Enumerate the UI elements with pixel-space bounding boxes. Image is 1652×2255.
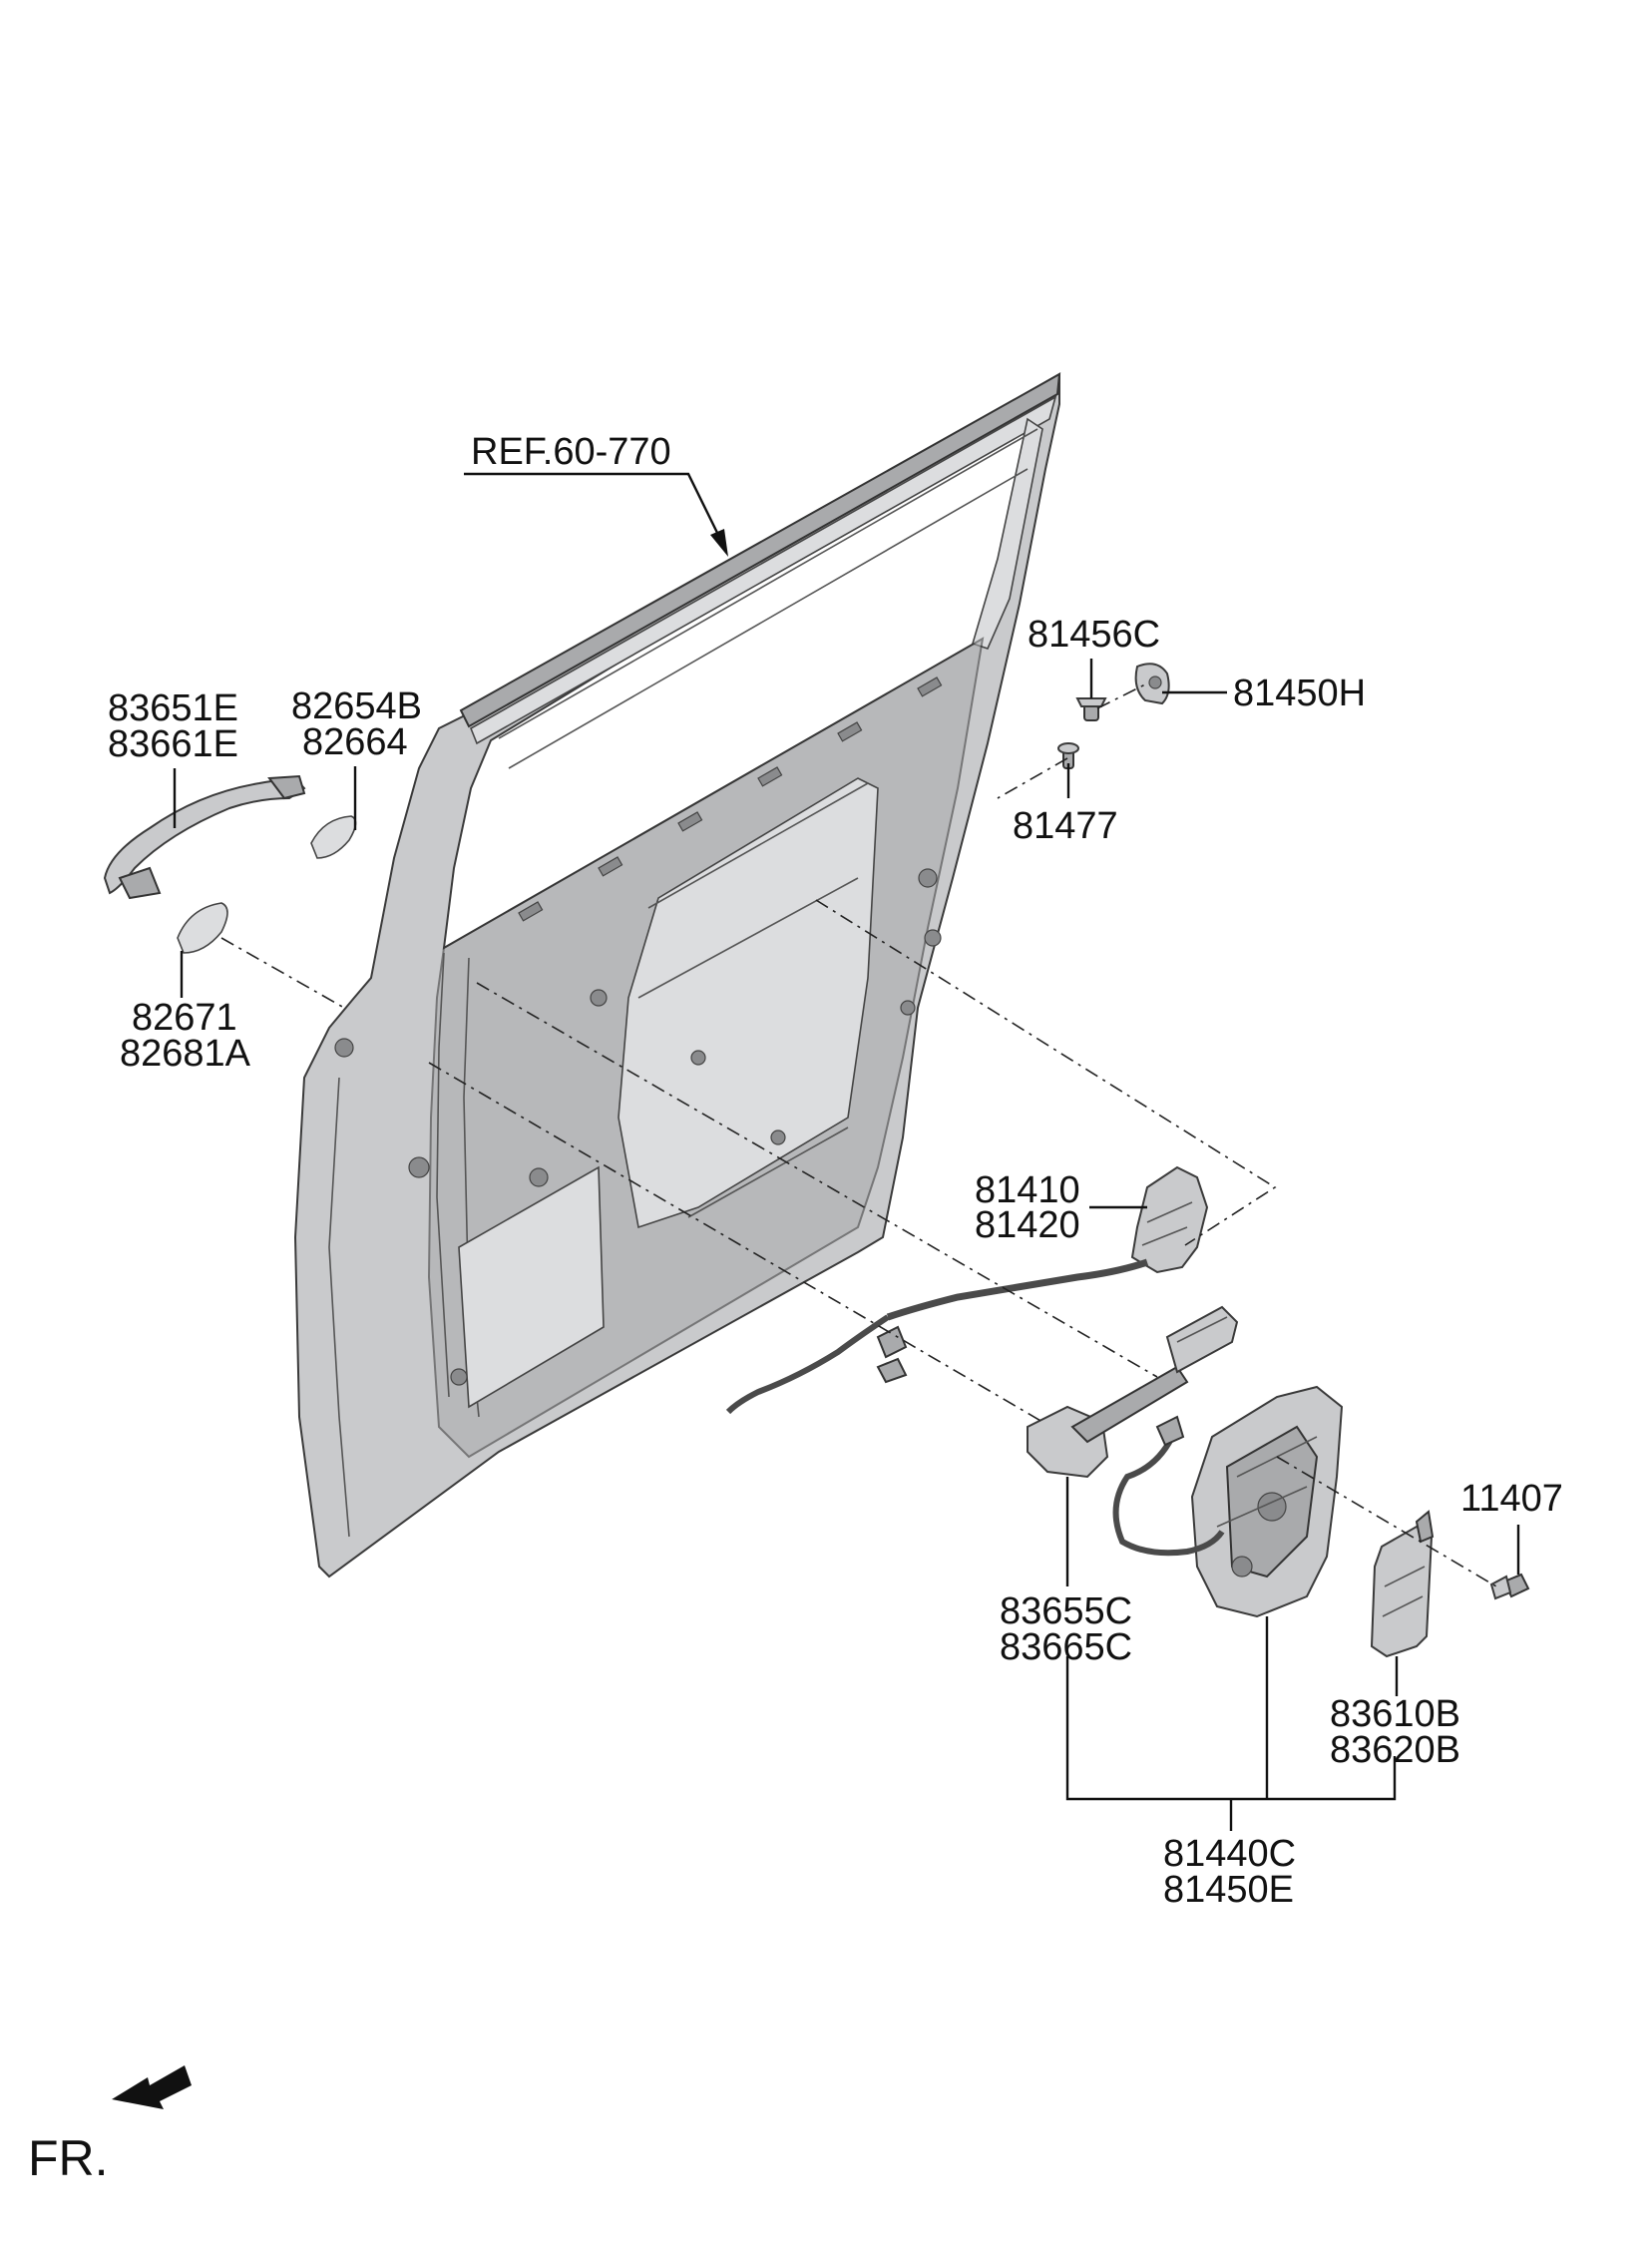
inside-handle-83655c bbox=[1027, 1305, 1239, 1479]
outside-door-handle bbox=[103, 774, 306, 900]
label-82681a: 82681A bbox=[120, 1033, 251, 1075]
bolt-11407 bbox=[1489, 1573, 1530, 1600]
door-shell bbox=[293, 372, 1061, 1578]
front-label: FR. bbox=[28, 2130, 109, 2186]
label-83620b: 83620B bbox=[1330, 1729, 1460, 1771]
label-83661e: 83661E bbox=[108, 723, 238, 765]
label-83610b: 83610B bbox=[1330, 1693, 1460, 1735]
label-82664: 82664 bbox=[302, 721, 408, 763]
label-81450e: 81450E bbox=[1163, 1869, 1294, 1911]
leader-lines bbox=[173, 472, 1520, 1831]
label-82671: 82671 bbox=[132, 997, 237, 1039]
front-direction-indicator: FR. bbox=[28, 2065, 192, 2186]
front-arrow-icon bbox=[112, 2065, 192, 2109]
installation-lines bbox=[220, 682, 1497, 1587]
label-11407: 11407 bbox=[1460, 1478, 1563, 1520]
label-81456c: 81456C bbox=[1028, 614, 1160, 656]
label-83651e: 83651E bbox=[108, 687, 238, 729]
striker-cover bbox=[1134, 663, 1170, 705]
door-latch-module bbox=[1112, 1385, 1344, 1618]
ref-label: REF.60-770 bbox=[471, 431, 671, 473]
striker-bolt bbox=[1075, 697, 1107, 721]
label-83655c: 83655C bbox=[1000, 1590, 1132, 1632]
label-82654b: 82654B bbox=[291, 685, 422, 727]
label-81477: 81477 bbox=[1013, 805, 1118, 847]
label-81450h: 81450H bbox=[1233, 673, 1366, 714]
part-labels: REF.60-770 83651E 83661E 82654B 82664 82… bbox=[108, 431, 1563, 1911]
label-83665c: 83665C bbox=[1000, 1626, 1132, 1668]
inner-door-handle-83610b bbox=[1370, 1510, 1435, 1658]
label-81420: 81420 bbox=[975, 1204, 1080, 1246]
handle-pad-front bbox=[310, 815, 357, 859]
label-81410: 81410 bbox=[975, 1169, 1080, 1211]
clip-81477 bbox=[1057, 742, 1079, 769]
label-81440c: 81440C bbox=[1163, 1833, 1296, 1875]
door-latch-actuator-81410 bbox=[725, 1165, 1209, 1415]
handle-pad-rear bbox=[177, 902, 228, 954]
